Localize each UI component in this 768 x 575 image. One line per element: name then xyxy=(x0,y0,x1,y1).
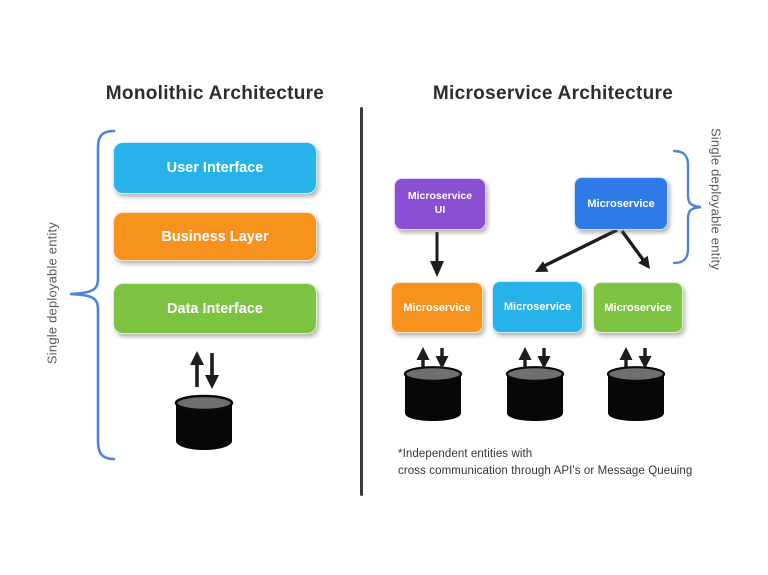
business-layer-box: Business Layer xyxy=(113,212,317,261)
microservice-box-orange: Microservice xyxy=(391,282,483,333)
up-down-arrows-icon xyxy=(190,351,219,389)
left-side-label: Single deployable entity xyxy=(44,221,60,365)
up-down-arrows-icon xyxy=(416,347,449,369)
up-down-arrows-icon xyxy=(518,347,551,369)
microservice-label: Microservice xyxy=(503,301,572,313)
database-icon xyxy=(505,366,565,421)
left-brace xyxy=(69,129,116,461)
divider-line xyxy=(360,107,363,496)
monolithic-title: Monolithic Architecture xyxy=(105,83,325,104)
data-interface-box: Data Interface xyxy=(113,283,317,334)
user-interface-label: User Interface xyxy=(166,160,264,176)
microservice-ui-label-line2: UI xyxy=(434,204,446,216)
footnote: *Independent entities with cross communi… xyxy=(398,446,692,479)
footnote-line2: cross communication through API's or Mes… xyxy=(398,464,693,477)
microservice-box-green: Microservice xyxy=(593,282,683,333)
microservice-ui-label-line1: Microservice xyxy=(407,190,473,203)
microservice-gateway-label: Microservice xyxy=(587,197,655,210)
up-down-arrows-icon xyxy=(619,347,652,369)
arrow-diagonal-right-icon xyxy=(620,229,650,269)
microservice-label: Microservice xyxy=(403,301,471,314)
database-icon xyxy=(403,366,463,421)
microservice-title: Microservice Architecture xyxy=(432,83,674,104)
database-icon xyxy=(174,394,234,450)
data-interface-label: Data Interface xyxy=(167,300,263,317)
right-side-label: Single deployable entity xyxy=(708,127,724,271)
arrow-diagonal-left-icon xyxy=(535,228,618,272)
right-brace xyxy=(672,149,702,265)
business-layer-label: Business Layer xyxy=(161,228,269,245)
microservice-ui-box: Microservice UI xyxy=(394,178,486,230)
footnote-line1: *Independent entities with xyxy=(398,448,533,460)
microservice-gateway-box: Microservice xyxy=(574,177,668,230)
arrow-down-icon xyxy=(430,232,444,277)
microservice-box-cyan: Microservice xyxy=(492,281,583,333)
user-interface-box: User Interface xyxy=(113,142,317,194)
database-icon xyxy=(606,366,666,421)
microservice-label: Microservice xyxy=(604,301,672,314)
